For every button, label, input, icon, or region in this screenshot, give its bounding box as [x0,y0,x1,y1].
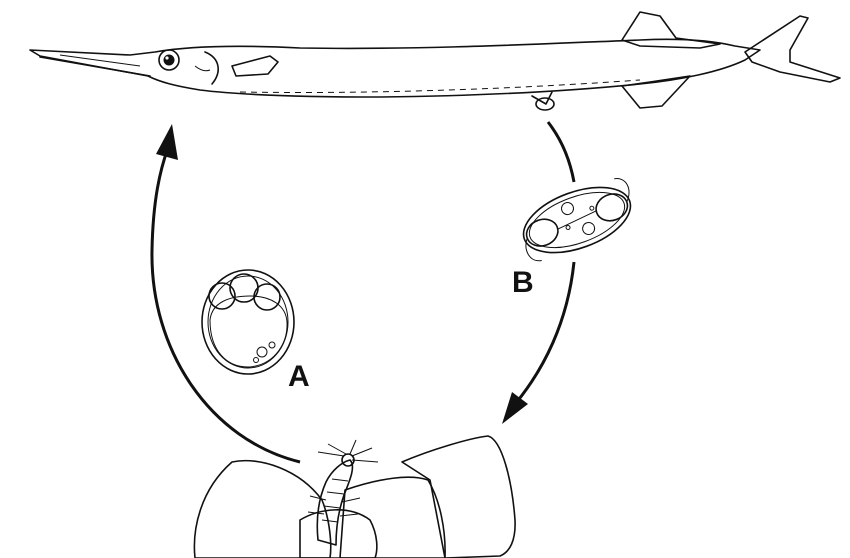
needlefish-icon [30,12,840,110]
label-b: B [512,266,534,299]
polychaete-worm-icon [308,440,378,545]
arrow-fish-to-spore [548,122,574,182]
label-a: A [288,360,310,393]
cycle-arrows [152,122,574,462]
sediment-blocks-icon [194,436,515,558]
cyst-icon [202,270,294,374]
myxozoan-spore-icon [513,173,642,266]
arrowhead-down [502,392,528,424]
arrowhead-up [156,124,178,160]
